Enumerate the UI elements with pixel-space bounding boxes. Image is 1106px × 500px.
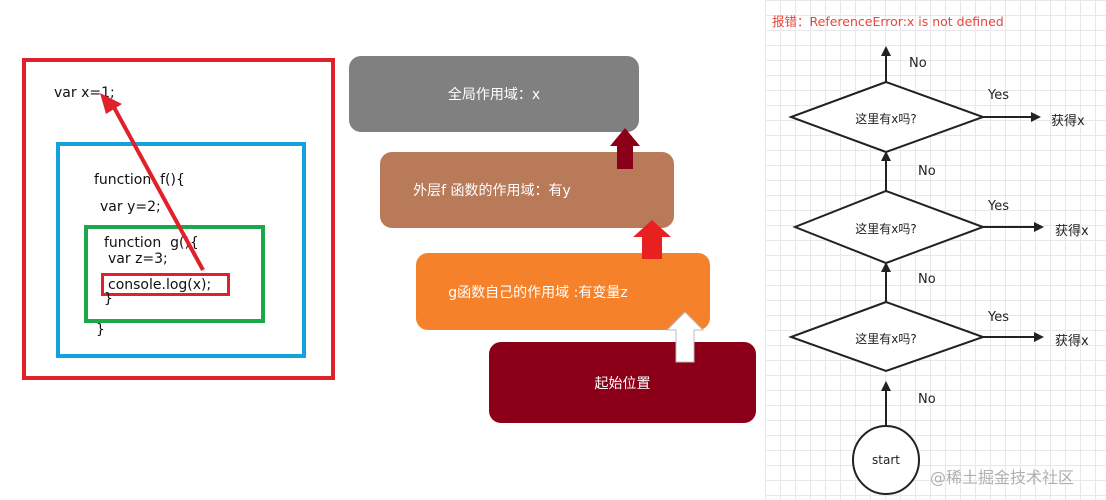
result-label-3: 获得x bbox=[1055, 334, 1089, 349]
flowchart-svg bbox=[788, 46, 1044, 495]
outer-f-scope-label: 外层f 函数的作用域：有y bbox=[413, 183, 571, 199]
decision-diamond-3 bbox=[788, 300, 986, 373]
code-line-close-g: } bbox=[104, 291, 113, 307]
yes-label-1: Yes bbox=[988, 88, 1009, 103]
function-f-scope-frame bbox=[56, 142, 306, 358]
global-scope-box: 全局作用域：x bbox=[349, 56, 639, 132]
arrow-to-outer-icon bbox=[633, 220, 671, 259]
code-line-close-f: } bbox=[96, 322, 105, 338]
watermark: @稀土掘金技术社区 bbox=[930, 468, 1075, 487]
scope-chain-arrows bbox=[610, 128, 705, 363]
function-g-scope-frame bbox=[84, 225, 265, 323]
no-label-top: No bbox=[909, 56, 927, 71]
console-log-highlight bbox=[101, 273, 230, 296]
no-label-3: No bbox=[918, 272, 936, 287]
decision-diamond-2 bbox=[792, 189, 986, 265]
flowchart-grid bbox=[765, 0, 1106, 500]
yes-label-2: Yes bbox=[988, 199, 1009, 214]
decision-3-label: 这里有x吗? bbox=[855, 332, 917, 346]
start-label: start bbox=[872, 453, 900, 467]
decision-diamond-1 bbox=[788, 80, 986, 154]
decision-1-label: 这里有x吗? bbox=[855, 112, 917, 126]
arrow-to-g-icon bbox=[665, 311, 705, 363]
lookup-arrow bbox=[100, 93, 205, 271]
code-line-var-y: var y=2; bbox=[100, 199, 161, 215]
global-scope-label: 全局作用域：x bbox=[447, 87, 541, 103]
no-label-2: No bbox=[918, 164, 936, 179]
g-scope-label: g函数自己的作用域 :有变量z bbox=[448, 284, 628, 301]
global-scope-frame bbox=[22, 58, 335, 380]
code-line-function-f: function f(){ bbox=[94, 172, 185, 188]
code-line-var-z: var z=3; bbox=[108, 251, 168, 267]
g-scope-box: g函数自己的作用域 :有变量z bbox=[416, 253, 710, 330]
result-label-1: 获得x bbox=[1051, 114, 1085, 129]
result-label-2: 获得x bbox=[1055, 224, 1089, 239]
error-message: 报错：ReferenceError:x is not defined bbox=[772, 14, 1004, 29]
code-line-console-log: console.log(x); bbox=[108, 277, 212, 293]
start-position-label: 起始位置 bbox=[594, 375, 651, 392]
decision-2-label: 这里有x吗? bbox=[855, 222, 917, 236]
arrow-to-global-icon bbox=[610, 128, 640, 169]
yes-label-3: Yes bbox=[988, 310, 1009, 325]
no-label-bottom: No bbox=[918, 392, 936, 407]
start-position-box: 起始位置 bbox=[489, 342, 756, 423]
